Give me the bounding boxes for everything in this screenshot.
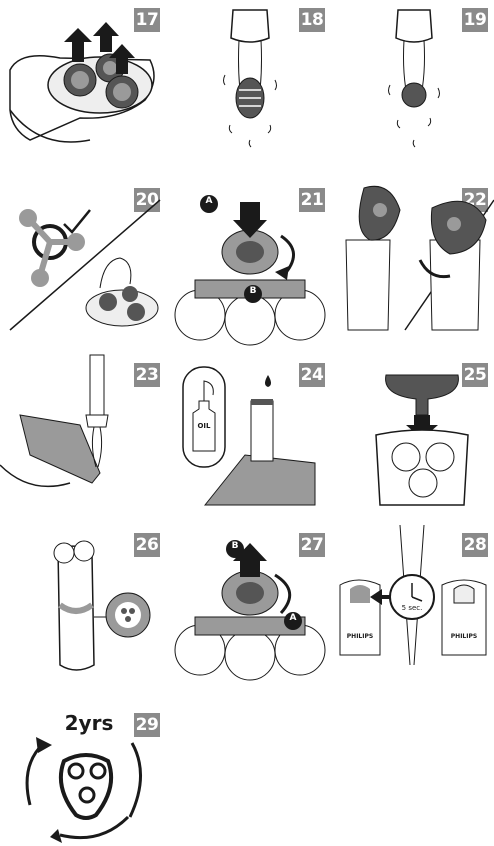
step-29-panel: 29 2yrs — [0, 705, 165, 846]
marker-a: A — [288, 613, 298, 623]
marker-b: B — [248, 286, 258, 296]
step-28-panel: 28 5 sec. PHILIPS PHILIPS — [330, 525, 494, 675]
step-26-panel: 26 — [0, 525, 165, 675]
protection-cap-illustration — [330, 355, 494, 505]
step-24-panel: 24 OIL — [165, 355, 330, 505]
step-22-panel: 22 — [330, 180, 494, 340]
rinse-tap-illustration — [165, 0, 330, 165]
step-18-panel: 18 — [165, 0, 330, 165]
marker-a: A — [204, 196, 214, 206]
rinse-shaver-illustration — [0, 355, 165, 505]
marker-b: B — [230, 541, 240, 551]
shaver-reset-illustration — [0, 525, 165, 675]
step-20-panel: 20 — [0, 180, 165, 340]
rinse-tap-illustration — [330, 0, 494, 165]
replacement-cycle-illustration — [0, 705, 165, 846]
step-23-panel: 23 — [0, 355, 165, 505]
shaving-unit-hand-illustration — [0, 0, 165, 165]
oil-trimmer-illustration — [165, 355, 330, 505]
timer-label: 5 sec. — [394, 604, 430, 612]
step-27-panel: 27 B A — [165, 525, 330, 675]
step-19-panel: 19 — [330, 0, 494, 165]
step-25-panel: 25 — [330, 355, 494, 505]
brand-label-right: PHILIPS — [440, 633, 488, 640]
retaining-frame-illustration — [0, 180, 165, 340]
step-17-panel: 17 — [0, 0, 165, 165]
hold-power-button-illustration — [330, 525, 494, 675]
lock-frame-illustration — [165, 525, 330, 675]
brand-label-left: PHILIPS — [336, 633, 384, 640]
unlock-frame-illustration — [165, 180, 330, 340]
reinsert-unit-illustration — [330, 180, 494, 340]
oil-bottle-label: OIL — [193, 422, 215, 430]
step-21-panel: 21 A B — [165, 180, 330, 340]
